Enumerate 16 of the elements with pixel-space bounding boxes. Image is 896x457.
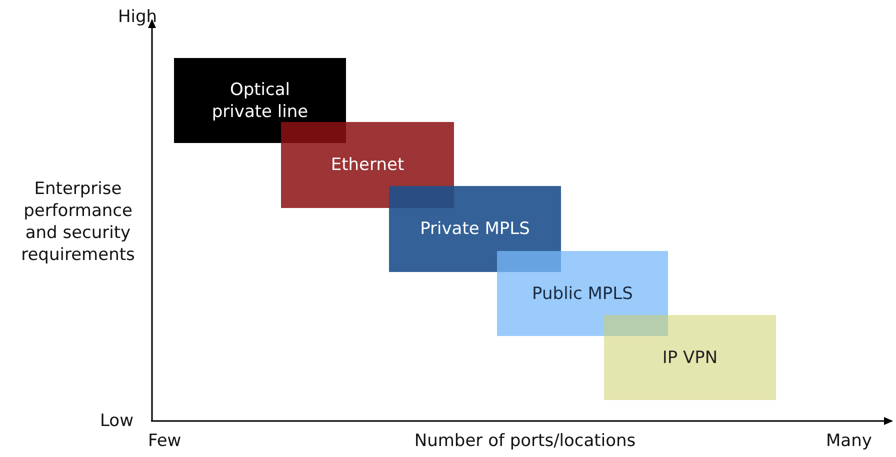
category-box	[497, 251, 668, 336]
category-box	[174, 58, 346, 143]
category-box	[389, 186, 561, 272]
box-label: Public MPLS	[532, 282, 633, 304]
box-label: IP VPN	[662, 346, 718, 368]
axis-label: Many	[826, 430, 873, 452]
axis-label: High	[118, 6, 158, 28]
box-label: Optical private line	[210, 78, 310, 122]
box-label: Ethernet	[330, 154, 404, 176]
axis-label: Low	[100, 410, 134, 432]
category-box	[604, 315, 776, 400]
category-box	[281, 122, 454, 208]
axis-label: Few	[148, 430, 182, 452]
axis-title: Number of ports/locations	[413, 430, 637, 452]
box-label: Private MPLS	[420, 218, 530, 240]
axis-title: Enterprise performance and security requirements	[20, 178, 136, 266]
